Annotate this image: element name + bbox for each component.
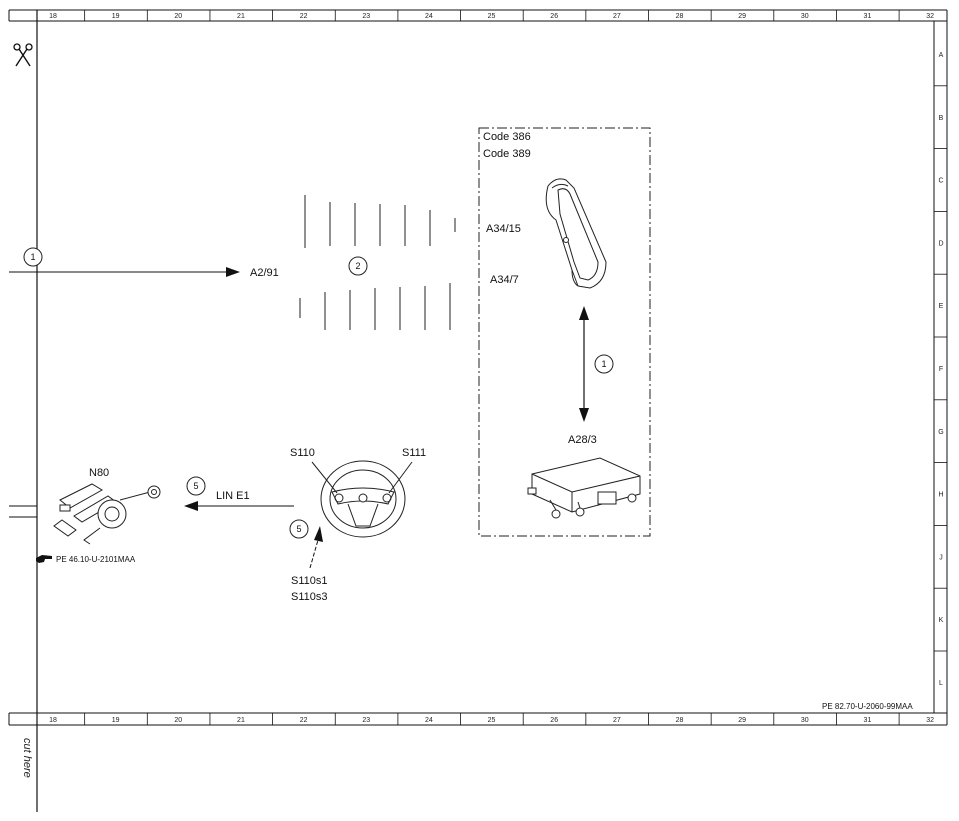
circle-marker-5-switch: 5 bbox=[289, 519, 309, 539]
column-number: 18 bbox=[49, 717, 57, 724]
column-number: 27 bbox=[613, 13, 621, 20]
column-number: 29 bbox=[738, 717, 746, 724]
svg-text:5: 5 bbox=[296, 524, 301, 534]
row-letter: L bbox=[939, 680, 943, 687]
column-number: 20 bbox=[174, 717, 182, 724]
column-number: 32 bbox=[926, 13, 934, 20]
label-a34-15: A34/15 bbox=[486, 223, 521, 235]
row-letter: E bbox=[939, 303, 944, 310]
column-number: 22 bbox=[300, 717, 308, 724]
column-number: 22 bbox=[300, 13, 308, 20]
column-number: 26 bbox=[550, 717, 558, 724]
column-number: 30 bbox=[801, 717, 809, 724]
hatched-wiring-area bbox=[299, 195, 456, 330]
column-number: 18 bbox=[49, 13, 57, 20]
row-letter: B bbox=[939, 115, 944, 122]
column-number: 24 bbox=[425, 13, 433, 20]
column-number: 30 bbox=[801, 13, 809, 20]
svg-text:5: 5 bbox=[193, 481, 198, 491]
steering-column-module-drawing bbox=[53, 483, 161, 545]
code-389-label: Code 389 bbox=[483, 148, 531, 160]
label-s110: S110 bbox=[290, 447, 315, 459]
column-number: 32 bbox=[926, 717, 934, 724]
svg-text:2: 2 bbox=[355, 261, 360, 271]
row-letter: A bbox=[939, 52, 944, 59]
column-number: 21 bbox=[237, 717, 245, 724]
column-number: 31 bbox=[864, 13, 872, 20]
code-option-box bbox=[478, 127, 651, 537]
column-number: 23 bbox=[362, 13, 370, 20]
control-unit-drawing bbox=[527, 457, 641, 519]
column-number: 21 bbox=[237, 13, 245, 20]
svg-text:1: 1 bbox=[30, 252, 35, 262]
label-a28-3: A28/3 bbox=[568, 434, 597, 446]
column-number: 27 bbox=[613, 717, 621, 724]
column-number: 26 bbox=[550, 13, 558, 20]
cut-here-label: cut here bbox=[21, 738, 33, 778]
steering-wheel-drawing bbox=[311, 460, 413, 538]
column-number: 28 bbox=[676, 717, 684, 724]
scissors-icon bbox=[13, 43, 33, 67]
code-386-label: Code 386 bbox=[483, 131, 531, 143]
label-s110s3: S110s3 bbox=[291, 591, 328, 603]
row-letter: J bbox=[939, 554, 943, 561]
label-n80: N80 bbox=[89, 467, 109, 479]
row-index-right: A B C D E F G H J K L bbox=[934, 52, 947, 687]
frame bbox=[8, 9, 948, 812]
label-a2-91: A2/91 bbox=[250, 267, 279, 279]
circle-marker-5-bus: 5 bbox=[186, 476, 206, 496]
column-number: 28 bbox=[676, 13, 684, 20]
row-letter: C bbox=[938, 178, 943, 185]
row-letter: G bbox=[938, 429, 943, 436]
column-number: 20 bbox=[174, 13, 182, 20]
label-s111: S111 bbox=[402, 447, 426, 459]
sheet-reference: PE 82.70-U-2060-99MAA bbox=[822, 702, 913, 711]
column-number: 25 bbox=[488, 717, 496, 724]
row-letter: F bbox=[939, 366, 943, 373]
column-index-top: 18 19 20 21 22 23 24 25 26 27 28 29 30 31 32 bbox=[49, 10, 934, 21]
row-letter: K bbox=[939, 617, 944, 624]
column-number: 24 bbox=[425, 717, 433, 724]
row-letter: H bbox=[938, 492, 943, 499]
row-letter: D bbox=[938, 240, 943, 247]
double-arrow-connection bbox=[579, 306, 589, 422]
n80-reference: PE 46.10-U-2101MAA bbox=[56, 555, 136, 564]
phone-cradle-drawing bbox=[545, 178, 607, 289]
column-number: 23 bbox=[362, 717, 370, 724]
circle-marker-1-right: 1 bbox=[594, 354, 614, 374]
circle-marker-1-left: 1 bbox=[23, 247, 43, 267]
label-a34-7: A34/7 bbox=[490, 274, 519, 286]
arrow-to-a2-91 bbox=[9, 267, 240, 277]
column-number: 31 bbox=[864, 717, 872, 724]
column-number: 19 bbox=[112, 13, 120, 20]
column-number: 29 bbox=[738, 13, 746, 20]
label-s110s1: S110s1 bbox=[291, 575, 328, 587]
lin-e1-label: LIN E1 bbox=[216, 490, 250, 502]
column-number: 25 bbox=[488, 13, 496, 20]
circle-marker-2: 2 bbox=[348, 256, 368, 276]
lin-bus-arrow bbox=[184, 501, 294, 511]
switch-arrow bbox=[309, 526, 323, 569]
pointing-hand-icon bbox=[36, 555, 52, 563]
column-number: 19 bbox=[112, 717, 120, 724]
column-index-bottom: 18 19 20 21 22 23 24 25 26 27 28 29 30 31 32 bbox=[49, 713, 934, 725]
svg-text:1: 1 bbox=[601, 359, 606, 369]
